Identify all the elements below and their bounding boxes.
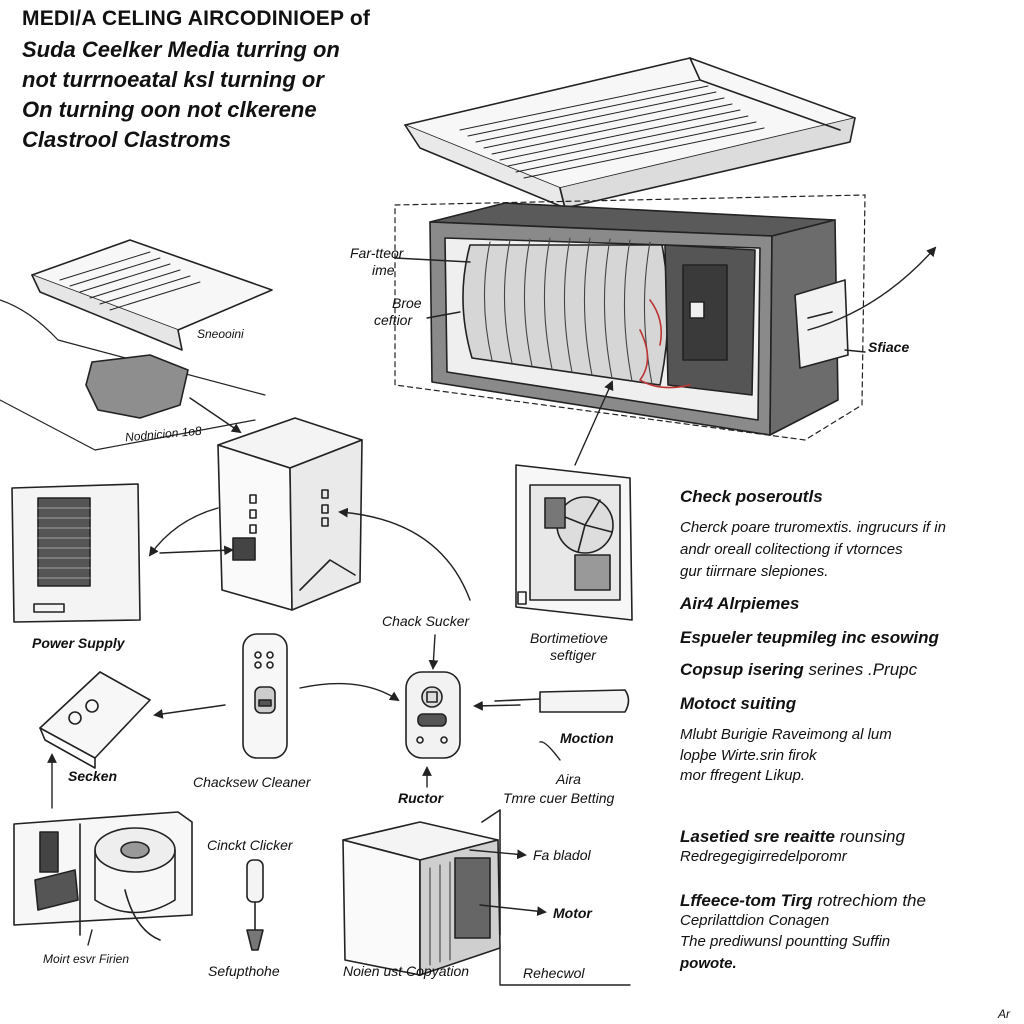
label-ructor: Ructor xyxy=(398,790,444,806)
outdoor-unit-tall xyxy=(217,417,363,611)
filter-cloth xyxy=(85,354,189,419)
label-far-tteor: Far-tteor xyxy=(350,245,404,261)
title-line-2: Suda Ceelker Media turring on xyxy=(22,37,340,62)
remote-control-small xyxy=(405,671,461,759)
condenser-unit xyxy=(342,809,501,976)
label-bortimetiove: Bortimetiove xyxy=(530,630,608,646)
panel-text-5: lopþe Wirte.srin firok xyxy=(680,747,817,764)
label-ime: ime xyxy=(372,262,395,278)
panel-text-2: andr oreall colitectiong if vtornces xyxy=(680,541,903,558)
power-supply-unit xyxy=(11,483,141,623)
title-line-4: On turning oon not clkerene xyxy=(22,97,317,122)
small-screwdriver xyxy=(246,859,264,951)
label-chacksew-cleaner: Chacksew Cleaner xyxy=(193,774,311,790)
panel-text-7: Redregegigirredelporomr xyxy=(680,848,847,865)
label-broe: Broe xyxy=(392,295,422,311)
panel-heading-lffeece-bold: Lffeece-tom Tirg xyxy=(680,891,813,910)
label-motor: Motor xyxy=(553,905,592,921)
panel-heading-air: Air4 Alrpiemes xyxy=(680,594,800,613)
panel-heading-lasetied: Lasetied sre reaitte rounsing xyxy=(680,828,905,845)
panel-heading-lffeece-rest: rotrechiom the xyxy=(812,891,926,910)
title-line-1: MEDI/A CELING AIRCODINIOEP of xyxy=(22,7,371,30)
panel-text-3: gur tiirrnare slepiones. xyxy=(680,563,829,580)
label-sefupthohe: Sefupthohe xyxy=(208,963,280,979)
connector-arrows xyxy=(47,246,937,986)
ceiling-panel-left xyxy=(0,239,273,451)
label-ceftior: ceftior xyxy=(374,312,413,328)
panel-heading-copsup-bold: Copsup isering xyxy=(680,660,804,679)
label-noien-ust-copyation: Noien ust Copyation xyxy=(343,963,470,979)
panel-heading-copsup: Copsup isering serines .Prupc xyxy=(680,661,917,678)
label-sneooini: Sneooini xyxy=(197,327,244,341)
label-rehecwol: Rehecwol xyxy=(523,965,585,981)
ceiling-panel-top xyxy=(404,57,856,209)
diagram-title: MEDI/A CELING AIRCODINIOEP of Suda Ceelk… xyxy=(22,8,370,159)
panel-text-1: Cherck poare truromextis. ingrucurs if i… xyxy=(680,519,946,536)
panel-heading-motoct: Motoct suiting xyxy=(680,694,797,713)
remote-control-large xyxy=(242,633,288,759)
label-seftiger: seftiger xyxy=(550,647,596,663)
label-tmre-cuer-betting: Tmre cuer Betting xyxy=(503,790,615,806)
panel-heading-lasetied-rest: rounsing xyxy=(834,827,905,846)
panel-text-4: Mlubt Burigie Raveimong al lum xyxy=(680,726,892,743)
panel-heading-lffeece: Lffeece-tom Tirg rotrechiom the xyxy=(680,892,926,909)
label-aira: Aira xyxy=(556,771,581,787)
label-chack-sucker: Chack Sucker xyxy=(382,613,470,629)
panel-text-8: Ceprilattdion Conagen xyxy=(680,912,830,929)
label-moirt-esvr-firien: Moirt esvr Firien xyxy=(43,952,130,966)
panel-heading-lasetied-bold: Lasetied sre reaitte xyxy=(680,827,835,846)
title-line-5: Clastrool Clastroms xyxy=(22,127,232,152)
title-line-3: not turrnoeatal ksl turning or xyxy=(22,67,324,92)
label-sfiace: Sfiace xyxy=(868,339,910,355)
label-fa-bladol: Fa bladol xyxy=(533,847,591,863)
panel-heading-espueler: Espueler teupmileg inc esowing xyxy=(680,628,939,647)
label-corner-mark: Ar xyxy=(998,1007,1010,1021)
label-secken: Secken xyxy=(68,768,118,784)
fan-cabinet xyxy=(515,464,633,621)
control-pad xyxy=(39,671,151,769)
panel-text-6: mor ffregent Likup. xyxy=(680,767,806,784)
label-moction: Moction xyxy=(560,730,614,746)
main-indoor-unit xyxy=(394,194,866,441)
panel-text-10: powote. xyxy=(680,955,737,972)
screwdriver xyxy=(494,689,630,713)
label-power-supply: Power Supply xyxy=(32,635,125,651)
motor-box xyxy=(13,811,193,941)
panel-heading-copsup-rest: serines .Prupc xyxy=(803,660,918,679)
label-cinckt-clicker: Cinckt Clicker xyxy=(207,837,293,853)
panel-text-9: The prediwunsl pountting Suffin xyxy=(680,933,891,950)
panel-heading-check: Check poserоutls xyxy=(680,487,823,506)
